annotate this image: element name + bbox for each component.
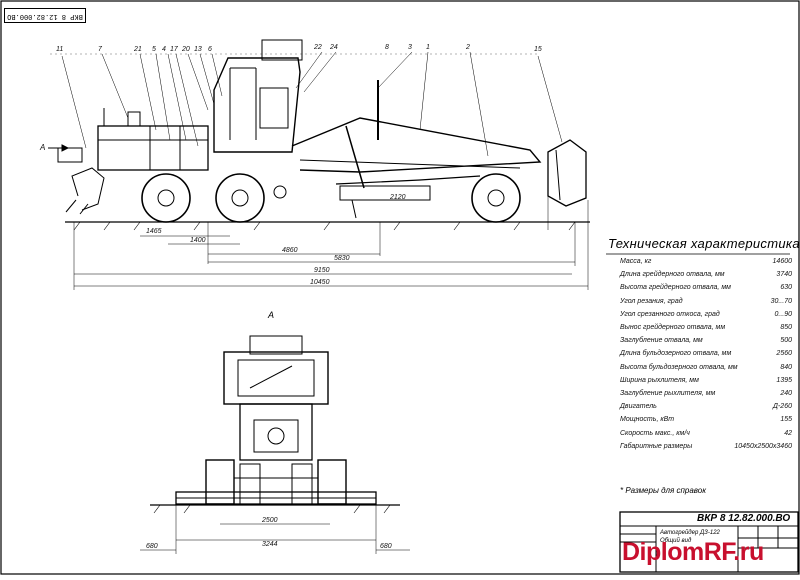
title-block-name: Автогрейдер ДЗ-122 <box>660 530 720 536</box>
side-view <box>48 39 590 290</box>
spec-row-label: Высота грейдерного отвала, мм <box>620 284 731 292</box>
spec-row-value: 2560 <box>776 350 792 358</box>
spec-row-label: Масса, кг <box>620 258 652 265</box>
spec-row-label: Угол срезанного откоса, град <box>620 310 720 318</box>
callout-label: 3 <box>408 44 412 51</box>
dimension-label: 1400 <box>190 237 206 244</box>
callout-label: 2 <box>466 44 470 51</box>
dimension-label: 2120 <box>390 194 406 201</box>
spec-row-value: 42 <box>784 429 792 437</box>
dimension-label: 3244 <box>262 541 278 548</box>
dimension-label: 10450 <box>310 279 330 286</box>
callout-label: 15 <box>534 46 542 53</box>
spec-title: Техническая характеристика <box>608 236 800 251</box>
watermark-logo: DiplomRF.ru <box>622 538 764 566</box>
spec-row-value: 30...70 <box>770 297 792 305</box>
callout-label: 22 <box>314 44 322 51</box>
dimension-label: 680 <box>146 543 158 550</box>
title-block-code: ВКР 8 12.82.000.ВО <box>697 513 791 524</box>
spec-row-value: 630 <box>780 284 792 292</box>
callout-label: 13 <box>194 46 202 53</box>
dimension-label: 9150 <box>314 267 330 274</box>
spec-row-value: 850 <box>780 324 792 331</box>
spec-row-label: Вынос грейдерного отвала, мм <box>620 324 726 331</box>
dimensions-note: * Размеры для справок <box>620 486 707 495</box>
callout-label: 1 <box>426 44 430 51</box>
callout-label: 7 <box>98 46 102 53</box>
spec-row-label: Мощность, кВт <box>620 416 675 424</box>
spec-row-label: Скорость макс., км/ч <box>620 429 690 437</box>
dimension-label: 5830 <box>334 255 350 262</box>
dimension-label: 4860 <box>282 247 298 254</box>
front-view-title: A <box>268 310 275 320</box>
dimension-label: 2500 <box>262 517 278 524</box>
callout-label: 6 <box>208 46 212 53</box>
front-view <box>140 335 410 554</box>
dimension-label: 680 <box>380 543 392 550</box>
callout-label: 8 <box>385 44 389 51</box>
spec-row-label: Ширина рыхлителя, мм <box>620 376 699 384</box>
view-arrow-label: A <box>40 143 46 152</box>
spec-row-value: 10450х2500х3460 <box>734 442 792 450</box>
spec-row-label: Заглубление рыхлителя, мм <box>620 390 716 397</box>
spec-row-label: Длина грейдерного отвала, мм <box>620 271 725 279</box>
callout-label: 17 <box>170 46 178 53</box>
callout-label: 4 <box>162 46 166 53</box>
callout-label: 24 <box>330 44 338 51</box>
spec-row-value: 240 <box>780 390 792 397</box>
spec-row-value: 1395 <box>776 376 792 384</box>
spec-row-label: Заглубление отвала, мм <box>620 337 703 345</box>
title-block <box>619 511 799 573</box>
spec-row-value: 0...90 <box>774 310 792 318</box>
spec-row-value: 3740 <box>776 271 792 279</box>
callout-label: 20 <box>182 46 190 53</box>
title-block-subtitle: Общий вид <box>660 538 692 544</box>
dimension-label: 1465 <box>146 228 162 235</box>
spec-row-value: 840 <box>780 363 792 371</box>
spec-row-value: 500 <box>780 337 792 345</box>
spec-row-label: Угол резания, град <box>620 297 683 305</box>
spec-row-value: Д-260 <box>773 403 792 411</box>
spec-row-label: Высота бульдозерного отвала, мм <box>620 363 738 371</box>
drawing-code-stamp: ВКР 8 12.82.000.ВО <box>4 8 86 23</box>
callout-label: 5 <box>152 46 156 53</box>
callout-label: 21 <box>134 46 142 53</box>
spec-row-label: Длина бульдозерного отвала, мм <box>620 350 732 358</box>
spec-row-label: Габаритные размеры <box>620 442 693 450</box>
spec-row-label: Двигатель <box>620 403 657 411</box>
spec-row-value: 155 <box>780 416 792 424</box>
spec-row-value: 14600 <box>772 258 792 265</box>
callout-label: 11 <box>56 46 64 53</box>
